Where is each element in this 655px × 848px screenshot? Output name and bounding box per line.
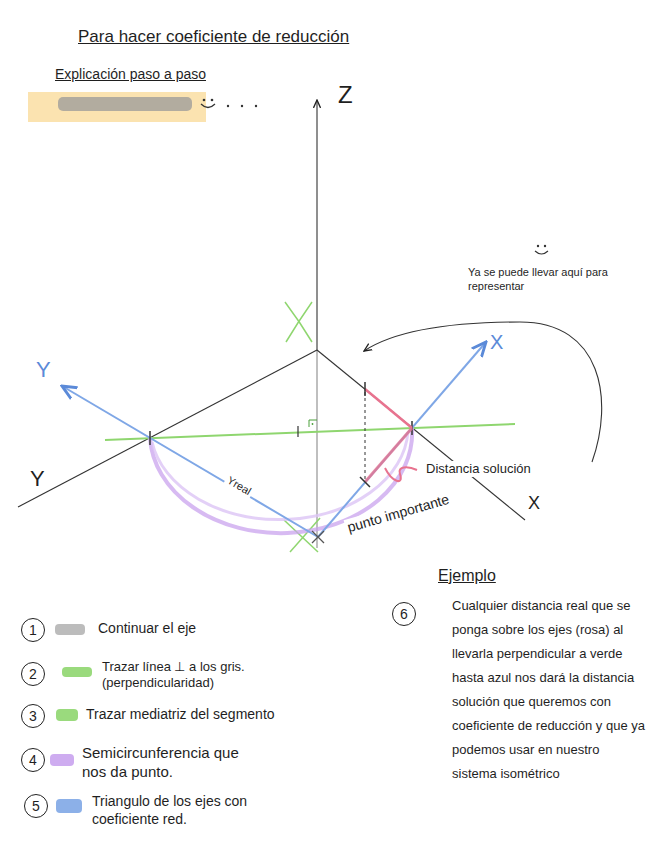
- callout-circle: 4: [21, 748, 45, 772]
- reduced-x-axis: [318, 342, 486, 537]
- step-text: Trazar línea ⊥ a los gris. (perpendicula…: [102, 659, 272, 692]
- step-text: Continuar el eje: [98, 620, 298, 638]
- important-point: [312, 531, 324, 543]
- axis-letter: X: [490, 330, 503, 355]
- smiley-eye: [203, 99, 206, 102]
- color-swatch: [62, 667, 92, 677]
- callout-number: 1: [29, 623, 37, 637]
- explanation: Cualquier distancia real que se ponga so…: [452, 594, 647, 786]
- callout-number: 6: [400, 607, 408, 621]
- step-text: Triangulo de los ejes con coeficiente re…: [92, 793, 267, 828]
- smiley-mouth: [201, 104, 215, 108]
- callout-number: 3: [29, 709, 37, 723]
- z-axis-extension: [316, 350, 317, 548]
- callout-number: 4: [29, 753, 37, 767]
- mediatrix-arc: [286, 302, 312, 342]
- callout-circle: 3: [21, 704, 45, 728]
- step-text: Semicircunferencia que nos da punto.: [82, 744, 252, 782]
- color-swatch: [50, 754, 74, 766]
- axis-letter: Y: [30, 465, 45, 493]
- axis-letter: Z: [336, 80, 355, 110]
- color-swatch: [56, 799, 82, 813]
- real-distance: [365, 389, 412, 428]
- color-swatch: [55, 624, 85, 635]
- step-text: Trazar mediatriz del segmento: [86, 706, 346, 724]
- segment-label: Yreal: [223, 473, 256, 500]
- midpoint-tick: [297, 426, 298, 437]
- z-axis: [316, 100, 317, 350]
- perpendicular-line: [105, 424, 515, 440]
- mediatrix-arc: [284, 520, 318, 552]
- heading: Ejemplo: [438, 566, 496, 586]
- smiley-mouth: [535, 251, 548, 254]
- right-angle-dot: [312, 423, 314, 425]
- x-axis-isometric: [317, 350, 525, 520]
- callout: punto importante: [344, 490, 454, 537]
- axis-letter: X: [528, 492, 540, 515]
- callout-circle: 2: [21, 662, 45, 686]
- intersection-tick: [149, 431, 151, 445]
- smiley-eye: [211, 99, 214, 102]
- smiley-eye: [544, 245, 546, 247]
- callout-circle: 1: [21, 618, 45, 642]
- callout-number: 2: [29, 667, 37, 681]
- callout: Distancia solución: [424, 461, 533, 477]
- callout-circle: 5: [24, 794, 48, 818]
- callout-circle: 6: [392, 602, 416, 626]
- dot: [241, 105, 243, 107]
- subtitle: Explicación paso a paso: [55, 66, 206, 84]
- projection-line: [365, 392, 366, 480]
- right-angle-mark: [309, 420, 317, 427]
- axis-letter: Y: [36, 356, 51, 384]
- curved-arrow: [364, 322, 602, 462]
- leader-squiggle: [385, 467, 417, 481]
- smiley-eye: [537, 245, 539, 247]
- dot: [255, 105, 257, 107]
- note: Ya se puede llevar aquí para representar: [468, 266, 628, 294]
- dot: [227, 105, 229, 107]
- color-swatch: [56, 709, 78, 721]
- mediatrix-arc: [285, 302, 312, 342]
- callout-number: 5: [32, 799, 40, 813]
- redaction-bar: [58, 97, 192, 111]
- reduced-y-axis: [62, 386, 318, 537]
- distance-tick: [360, 477, 370, 487]
- title: Para hacer coeficiente de reducción: [78, 26, 349, 47]
- highlight-band: [28, 92, 206, 122]
